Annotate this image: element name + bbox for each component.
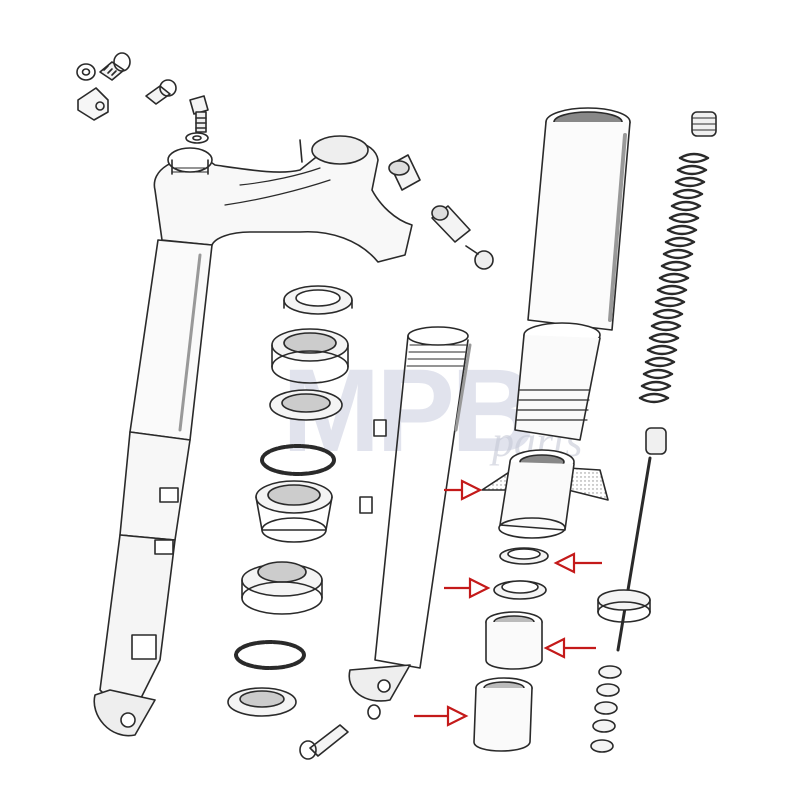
fork-shroud-lower-icon: [514, 322, 601, 441]
screw-icon: [99, 52, 131, 81]
bearing-race-lower-icon: [255, 480, 333, 543]
bearing-cone-lower-icon: [241, 561, 323, 615]
lower-bushing-icon: [473, 677, 533, 752]
seal-retainer-ring-icon: [493, 580, 547, 600]
spring-seat-icon: [645, 427, 667, 455]
ignition-lock-icon: [431, 205, 494, 270]
fork-inner-tube-icon: [348, 326, 472, 702]
cable-clip-icon: [77, 87, 109, 121]
highlight-arrow-2-icon: [553, 552, 602, 574]
spring-cap-icon: [691, 111, 717, 137]
washer-icon: [185, 132, 209, 144]
nuts-washers-stack-icon: [590, 665, 622, 753]
highlight-arrow-3-icon: [444, 577, 491, 599]
highlight-arrow-5-icon: [414, 705, 469, 727]
bearing-adjuster-nut-icon: [283, 285, 353, 315]
washer-small-icon: [76, 63, 96, 81]
triple-clamp-icon: [153, 135, 413, 263]
bearing-cup-upper-icon: [269, 389, 343, 421]
bearing-cup-lower-icon: [227, 687, 297, 717]
bearing-cone-upper-icon: [271, 328, 349, 384]
fork-shroud-upper-icon: [527, 107, 631, 331]
ball-bearings-lower-icon: [234, 640, 306, 670]
damper-rod-icon: [597, 456, 652, 652]
upper-bushing-icon: [485, 611, 543, 670]
ball-bearings-upper-icon: [260, 444, 336, 476]
lock-barrel-icon: [388, 154, 421, 191]
highlight-arrow-4-icon: [543, 637, 596, 659]
highlight-arrow-1-icon: [444, 479, 483, 501]
dust-seal-cover-icon: [481, 449, 609, 539]
hex-bolt-icon: [189, 95, 209, 133]
screw-2-icon: [145, 79, 177, 105]
left-fork-tube-icon: [93, 239, 213, 737]
fork-spring-icon: [638, 152, 710, 404]
oil-seal-ring-icon: [499, 547, 549, 565]
bolt-bottom-icon: [299, 704, 381, 760]
